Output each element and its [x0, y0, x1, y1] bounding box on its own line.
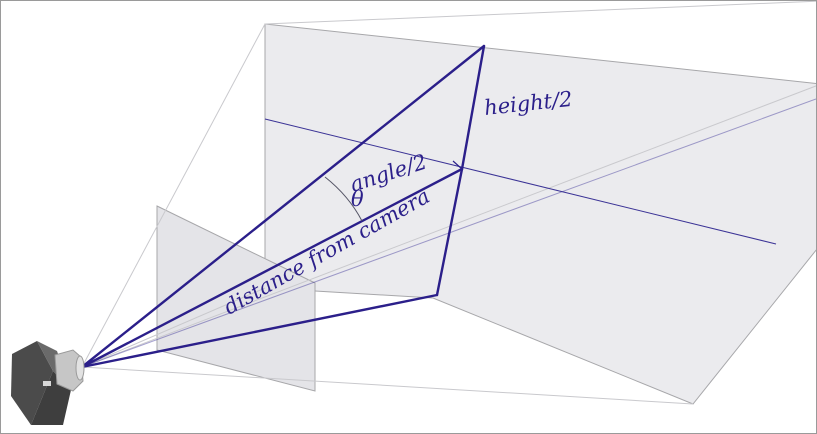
- view-rays: [80, 44, 486, 369]
- far-plane: [264, 23, 816, 405]
- theta-symbol: θ: [351, 187, 364, 211]
- angle-arc: [324, 176, 363, 222]
- camera-icon: [11, 341, 85, 425]
